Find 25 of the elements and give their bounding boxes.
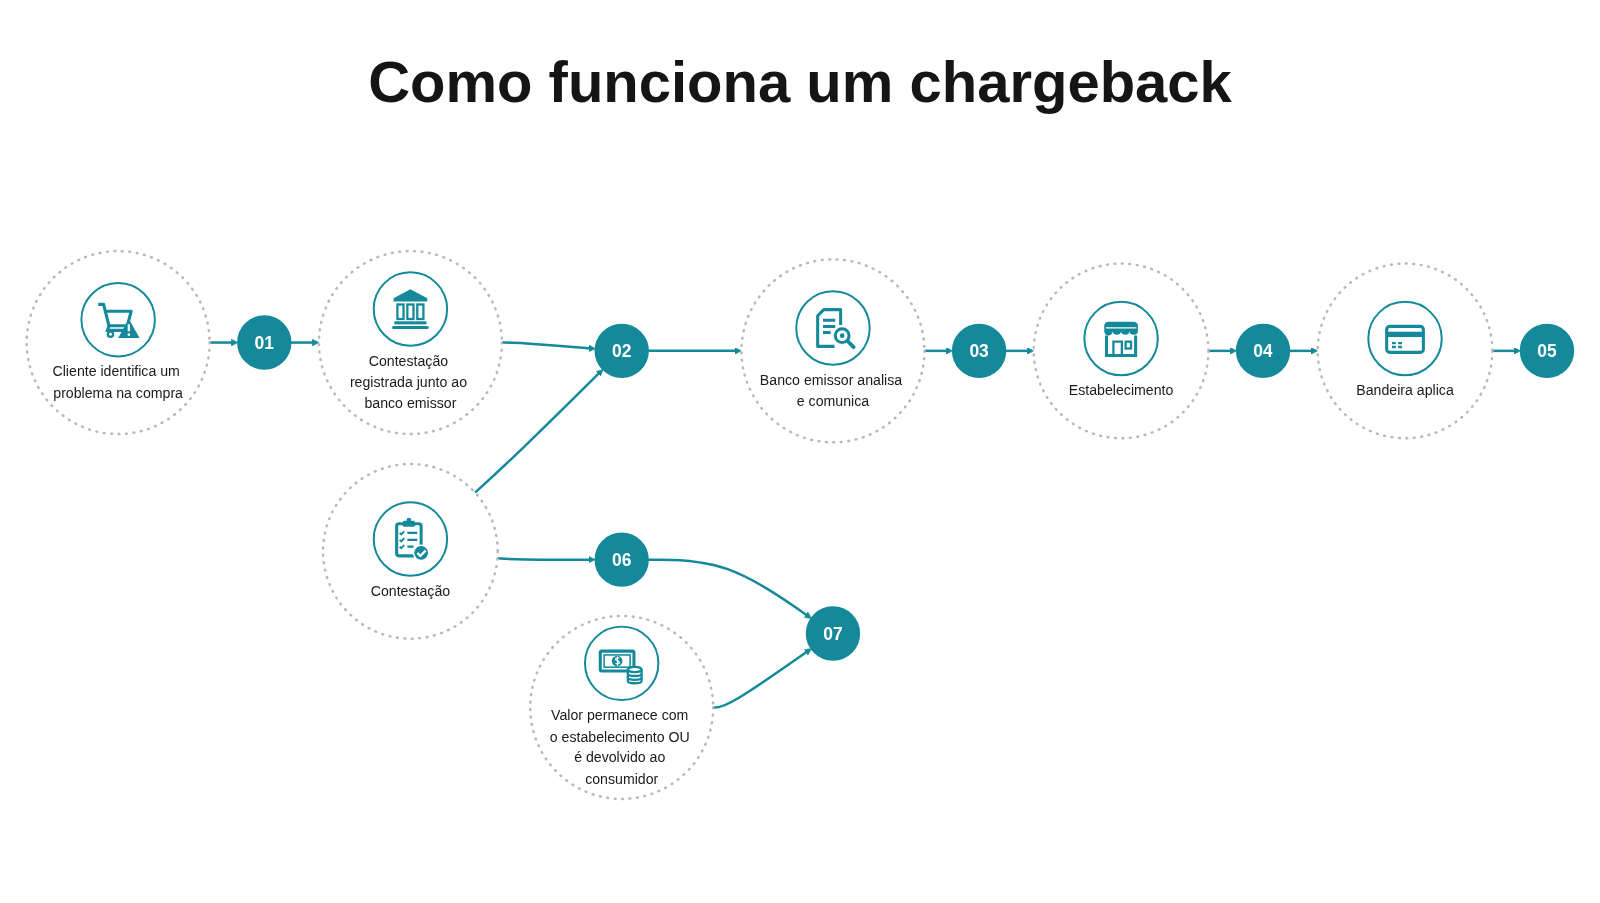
node-circle: Contestação: [321, 462, 499, 640]
arrow: [648, 347, 742, 355]
node-circle: Cliente identifica um problema na compra: [25, 249, 211, 436]
arrow: [648, 558, 812, 619]
arrow: [290, 338, 320, 347]
node-circle: Estabelecimento: [1032, 262, 1210, 440]
arrow: [209, 338, 239, 347]
node-circle: 02: [594, 323, 649, 379]
node-circle: 06: [594, 532, 649, 587]
node-circle: 05: [1519, 323, 1575, 379]
arrow: [1492, 347, 1521, 355]
node-circle: 04: [1235, 323, 1291, 379]
node-circle: Banco emissor analisa e comunica: [740, 258, 926, 444]
arrow: [474, 369, 604, 494]
node-circle: Contestação registrada junto ao banco emissor: [317, 249, 504, 436]
title: Como funciona um chargeback: [367, 50, 1233, 114]
node-circle: Valor permanece com o estabelecimento OU é devolvido ao consumidor: [528, 614, 715, 801]
arrow: [713, 648, 812, 709]
node-circle: Bandeira aplica: [1316, 262, 1494, 440]
node-circle: 07: [805, 606, 861, 661]
arrow: [1289, 347, 1318, 355]
node-circle: 01: [237, 315, 292, 370]
arrow: [497, 556, 596, 564]
arrow: [501, 341, 596, 352]
node-circle: 03: [951, 323, 1007, 379]
